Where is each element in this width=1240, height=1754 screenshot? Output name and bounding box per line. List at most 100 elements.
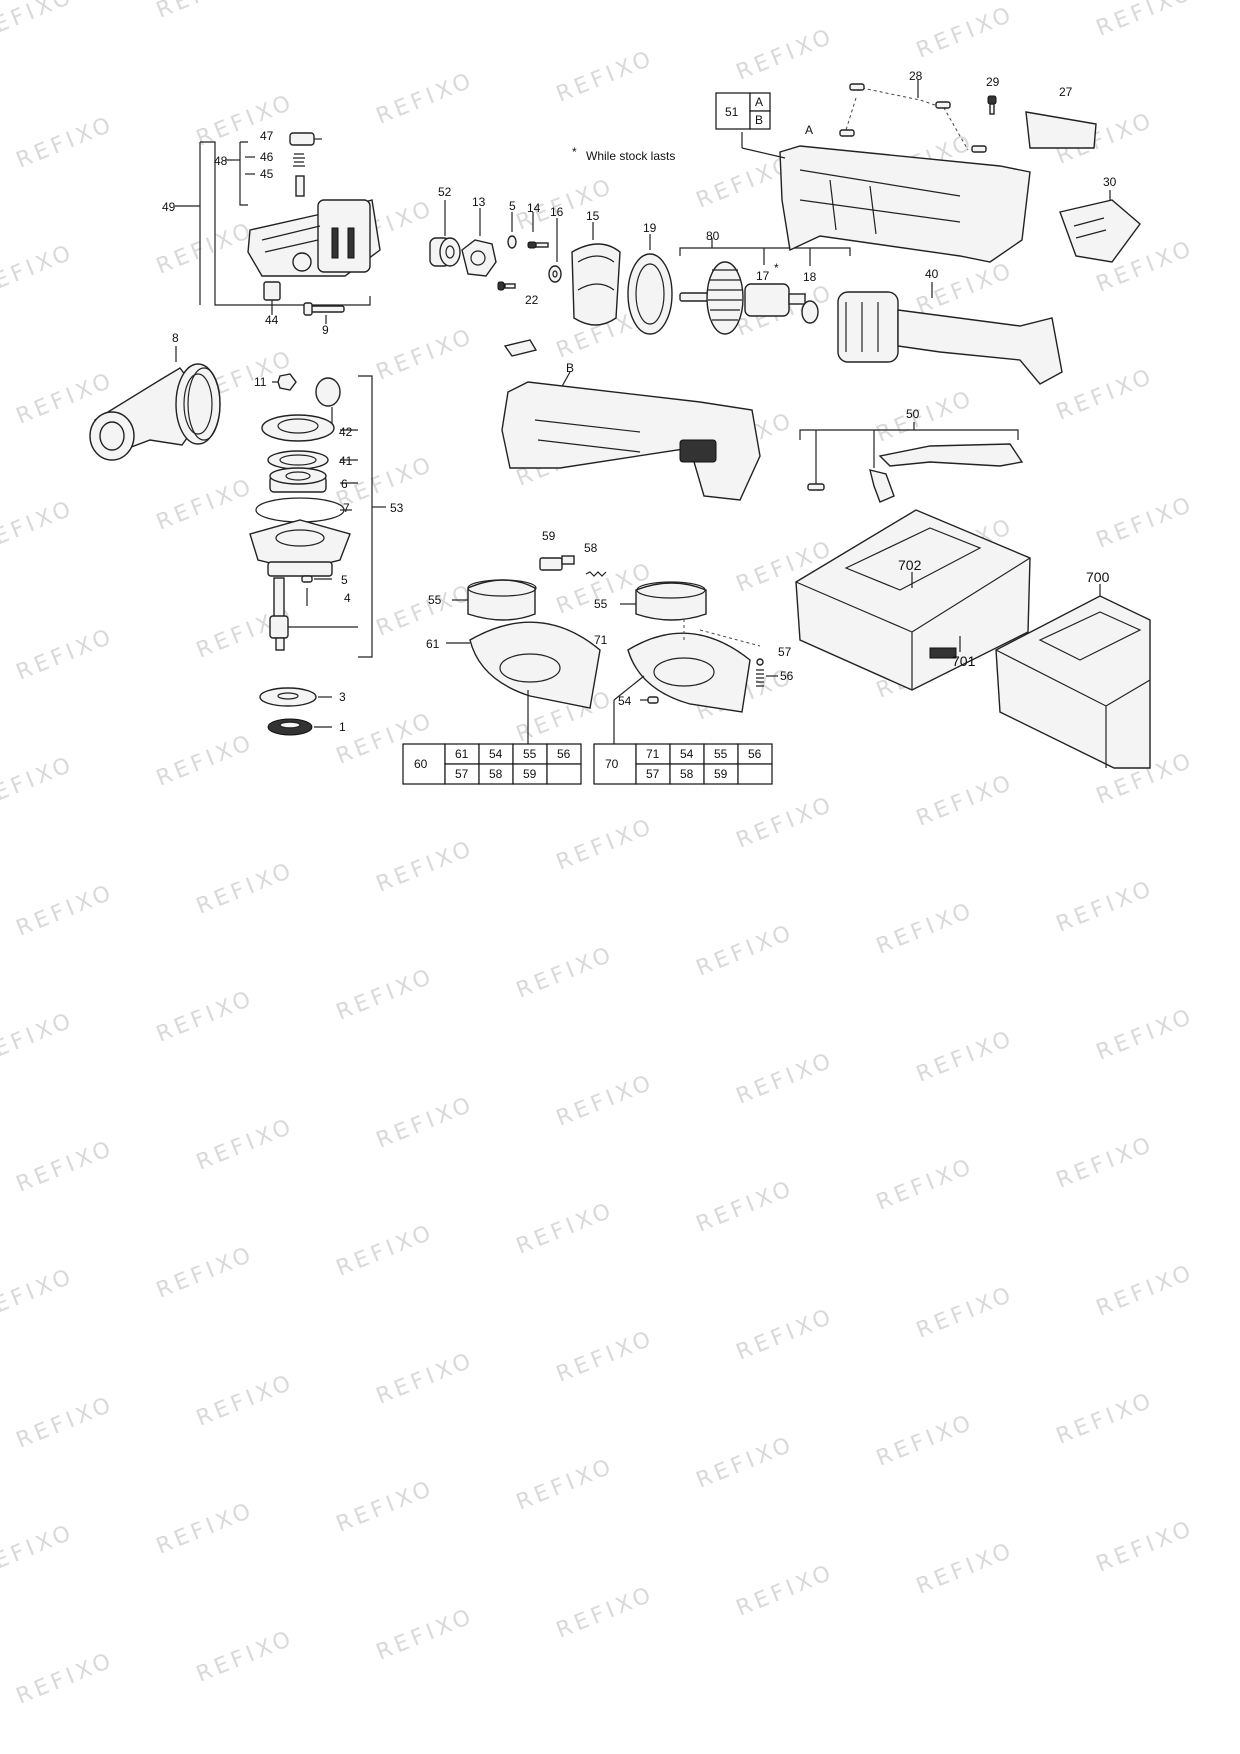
label-50: 50 [906, 407, 920, 421]
part-9-drawing [303, 302, 345, 316]
table-60-r1c2: 54 [489, 747, 503, 761]
label-3: 3 [339, 690, 346, 704]
watermark-text: REFIXO [913, 1026, 1018, 1088]
callout-labels: 47 46 45 48 49 44 9 8 11 42 41 6 7 53 5 … [162, 69, 1117, 781]
watermark-text: REFIXO [513, 1454, 618, 1516]
watermark-text: REFIXO [193, 1114, 298, 1176]
label-48: 48 [214, 154, 228, 168]
label-note-star: * [572, 145, 577, 159]
part-30-battery-cover [1059, 190, 1141, 263]
watermark-text: REFIXO [153, 1498, 258, 1560]
part-5-screw-lower [301, 575, 313, 583]
kit-table-70 [593, 743, 773, 785]
watermark-text: REFIXO [373, 836, 478, 898]
label-40: 40 [925, 267, 939, 281]
part-701-case [795, 509, 1031, 691]
label-16: 16 [550, 205, 564, 219]
label-45: 45 [260, 167, 274, 181]
part-8-side-handle [89, 346, 221, 461]
watermark-text: REFIXO [733, 792, 838, 854]
watermark-text: REFIXO [333, 964, 438, 1026]
table-70-r1c2: 54 [680, 747, 694, 761]
watermark-text: REFIXO [553, 1582, 658, 1644]
label-13: 13 [472, 195, 486, 209]
part-47-drawing [289, 132, 322, 146]
label-55-right: 55 [594, 597, 608, 611]
label-49: 49 [162, 200, 176, 214]
part-15-baffle [571, 222, 621, 326]
label-71: 71 [594, 633, 608, 647]
part-42-drawing [315, 377, 341, 407]
part-46-drawing [293, 153, 305, 167]
table-60-r1c4: 56 [557, 747, 571, 761]
watermark-text: REFIXO [1053, 1132, 1158, 1194]
watermark-text: REFIXO [1093, 1260, 1198, 1322]
label-52: 52 [438, 185, 452, 199]
box-51-a: A [755, 95, 763, 109]
label-59: 59 [542, 529, 556, 543]
label-27: 27 [1059, 85, 1073, 99]
watermark-text: REFIXO [373, 1348, 478, 1410]
watermark-text: REFIXO [513, 942, 618, 1004]
label-22: 22 [525, 293, 539, 307]
exploded-parts-diagram: 47 46 45 48 49 44 9 8 11 42 41 6 7 53 5 … [89, 69, 1151, 785]
label-18: 18 [803, 270, 817, 284]
spindle-flange-plate [249, 519, 351, 577]
ab-reference-box [715, 92, 771, 130]
part-44-drawing [263, 281, 281, 301]
part-27-label [1025, 111, 1097, 149]
part-40-motor-assembly [837, 282, 1063, 385]
watermark-text: REFIXO [1093, 1004, 1198, 1066]
part-7-oring [255, 497, 345, 523]
watermark-text: REFIXO [913, 1282, 1018, 1344]
table-60-id: 60 [414, 757, 428, 771]
label-28: 28 [909, 69, 923, 83]
kit-table-60 [402, 743, 582, 785]
label-701: 701 [952, 653, 976, 669]
part-71-guard [613, 620, 761, 744]
watermark-text: REFIXO [13, 1648, 118, 1710]
watermark-text: REFIXO [553, 814, 658, 876]
table-70-r1c3: 55 [714, 747, 728, 761]
part-49-gear-housing [247, 199, 381, 277]
label-B: B [566, 361, 574, 375]
label-8: 8 [172, 331, 179, 345]
label-19: 19 [643, 221, 657, 235]
table-70-r2c3: 59 [714, 767, 728, 781]
label-54: 54 [618, 694, 632, 708]
part-18-bearing [801, 300, 819, 324]
box-51-id: 51 [725, 105, 739, 119]
part-42-plate [261, 414, 335, 442]
table-70-id: 70 [605, 757, 619, 771]
part-80-armature-group [679, 238, 851, 335]
part-55-clamp-right [620, 581, 707, 621]
watermark-text: REFIXO [693, 920, 798, 982]
watermark-text: REFIXO [193, 1370, 298, 1432]
table-60-r1c1: 61 [455, 747, 469, 761]
label-9: 9 [322, 323, 329, 337]
label-A: A [805, 123, 813, 137]
label-53: 53 [390, 501, 404, 515]
watermark-text: REFIXO [733, 1304, 838, 1366]
label-700: 700 [1086, 569, 1110, 585]
part-22-screw [497, 281, 516, 291]
part-45-drawing [295, 175, 305, 197]
part-58-spring [585, 571, 607, 577]
label-56: 56 [780, 669, 794, 683]
watermark-text: REFIXO [153, 1242, 258, 1304]
part-51-motor-housing [741, 132, 1031, 263]
label-30: 30 [1103, 175, 1117, 189]
watermark-text: REFIXO [13, 1136, 118, 1198]
watermark-text: REFIXO [193, 858, 298, 920]
box-51-b: B [755, 113, 763, 127]
watermark-text: REFIXO [13, 1392, 118, 1454]
label-42: 42 [339, 425, 353, 439]
note-while-stock-lasts: While stock lasts [586, 149, 675, 163]
watermark-text: REFIXO [873, 1410, 978, 1472]
label-61: 61 [426, 637, 440, 651]
part-54-screw [640, 696, 659, 704]
label-46: 46 [260, 150, 274, 164]
watermark-text: REFIXO [1053, 876, 1158, 938]
table-60-r2c2: 58 [489, 767, 503, 781]
watermark-text: REFIXO [693, 1432, 798, 1494]
